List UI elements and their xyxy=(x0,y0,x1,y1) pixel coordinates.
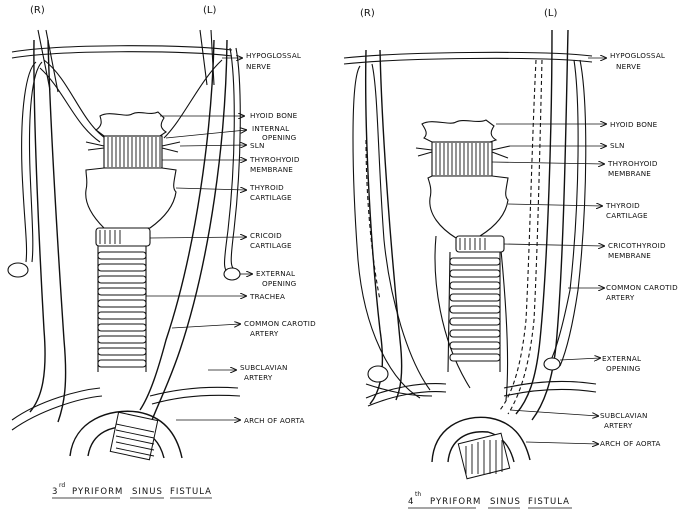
label-thyroid-cartilage-2: CARTILAGE xyxy=(250,193,292,202)
thyrohyoid-membrane xyxy=(431,141,493,177)
label-external-opening-2: OPENING xyxy=(606,364,640,373)
aorta-arch xyxy=(69,410,183,461)
cricoid-cartilage xyxy=(95,227,151,247)
label-arrows-left xyxy=(146,58,252,420)
hyoid-bone xyxy=(421,119,498,143)
sln-nerve xyxy=(415,145,511,159)
caption-word-1: PYRIFORM xyxy=(430,497,481,507)
label-internal-opening-2: OPENING xyxy=(262,133,296,142)
label-common-carotid: COMMON CAROTID xyxy=(606,283,678,292)
sln-nerve xyxy=(85,141,181,153)
subclavian-artery xyxy=(365,380,597,407)
caption-word-2: SINUS xyxy=(490,497,521,507)
label-external-opening: EXTERNAL xyxy=(256,269,295,278)
label-subclavian: SUBCLAVIAN xyxy=(600,411,648,420)
label-thyrohyoid: THYROHYOID xyxy=(249,155,300,164)
left-side-marker: (L) xyxy=(544,8,557,19)
label-cricothyroid-2: MEMBRANE xyxy=(608,251,651,260)
external-opening-left xyxy=(223,267,241,281)
labels-right: HYPOGLOSSAL NERVE HYOID BONE SLN THYROHY… xyxy=(600,51,678,448)
label-internal-opening: INTERNAL xyxy=(252,124,289,133)
fistula-tract-right xyxy=(7,59,106,278)
left-side-marker: (L) xyxy=(203,5,216,16)
fistula-tract-left xyxy=(163,47,241,281)
label-common-carotid-2: ARTERY xyxy=(606,293,635,302)
caption-word-3: FISTULA xyxy=(170,487,212,497)
aorta-arch xyxy=(431,416,531,480)
caption-word-1: PYRIFORM xyxy=(72,487,123,497)
caption-number: 3 xyxy=(52,487,58,497)
caption-sup: th xyxy=(415,491,421,498)
hypoglossal-nerve xyxy=(11,45,233,59)
labels-left: HYPOGLOSSAL NERVE HYOID BONE INTERNAL OP… xyxy=(240,51,316,425)
label-common-carotid: COMMON CAROTID xyxy=(244,319,316,328)
label-external-opening-2: OPENING xyxy=(262,279,296,288)
label-hyoid-bone: HYOID BONE xyxy=(250,111,298,120)
label-hypoglossal-2: NERVE xyxy=(246,62,271,71)
external-opening-right xyxy=(7,262,29,278)
caption-number: 4 xyxy=(408,497,414,507)
hyoid-bone xyxy=(95,111,167,137)
label-arch-of-aorta: ARCH OF AORTA xyxy=(600,439,661,448)
label-hyoid-bone: HYOID BONE xyxy=(610,120,658,129)
external-opening-right xyxy=(367,365,389,383)
label-arrows-right xyxy=(491,58,606,444)
label-thyroid-cartilage: THYROID xyxy=(249,183,284,192)
thyroid-cartilage xyxy=(427,175,509,239)
caption-sup: rd xyxy=(59,482,65,489)
caption-word-2: SINUS xyxy=(132,487,163,497)
subclavian-artery xyxy=(11,386,241,431)
label-thyrohyoid-2: MEMBRANE xyxy=(250,165,293,174)
fourth-pyriform-panel: (R) (L) xyxy=(343,8,678,509)
label-thyrohyoid-2: MEMBRANE xyxy=(608,169,651,178)
label-thyroid-cartilage-2: CARTILAGE xyxy=(606,211,648,220)
caption-third: 3 rd PYRIFORM SINUS FISTULA xyxy=(52,482,212,499)
thyrohyoid-membrane xyxy=(103,135,163,169)
fistula-tract-right xyxy=(352,63,471,399)
label-trachea: TRACHEA xyxy=(249,292,285,301)
label-thyroid-cartilage: THYROID xyxy=(605,201,640,210)
label-cricoid-2: CARTILAGE xyxy=(250,241,292,250)
label-subclavian-2: ARTERY xyxy=(244,373,273,382)
label-subclavian-2: ARTERY xyxy=(604,421,633,430)
label-subclavian: SUBCLAVIAN xyxy=(240,363,288,372)
trachea xyxy=(447,251,501,373)
cricothyroid-membrane xyxy=(455,235,505,253)
thyroid-cartilage xyxy=(85,167,177,229)
caption-word-3: FISTULA xyxy=(528,497,570,507)
third-pyriform-panel: (R) (L) xyxy=(7,5,316,499)
label-common-carotid-2: ARTERY xyxy=(250,329,279,338)
carotid-arteries xyxy=(29,29,228,423)
caption-fourth: 4 th PYRIFORM SINUS FISTULA xyxy=(408,491,572,509)
hypoglossal-nerve xyxy=(343,51,593,65)
label-sln: SLN xyxy=(610,141,625,150)
label-hypoglossal: HYPOGLOSSAL xyxy=(610,51,665,60)
trachea xyxy=(97,246,147,372)
label-thyrohyoid: THYROHYOID xyxy=(607,159,658,168)
fistula-tract-left xyxy=(499,59,587,415)
label-sln: SLN xyxy=(250,141,265,150)
label-arch-of-aorta: ARCH OF AORTA xyxy=(244,416,305,425)
label-hypoglossal: HYPOGLOSSAL xyxy=(246,51,301,60)
right-side-marker: (R) xyxy=(360,8,375,19)
label-external-opening: EXTERNAL xyxy=(602,354,641,363)
label-cricothyroid: CRICOTHYROID xyxy=(608,241,666,250)
label-cricoid: CRICOID xyxy=(250,231,282,240)
right-side-marker: (R) xyxy=(30,5,45,16)
external-opening-left xyxy=(543,357,561,371)
label-hypoglossal-2: NERVE xyxy=(616,62,641,71)
